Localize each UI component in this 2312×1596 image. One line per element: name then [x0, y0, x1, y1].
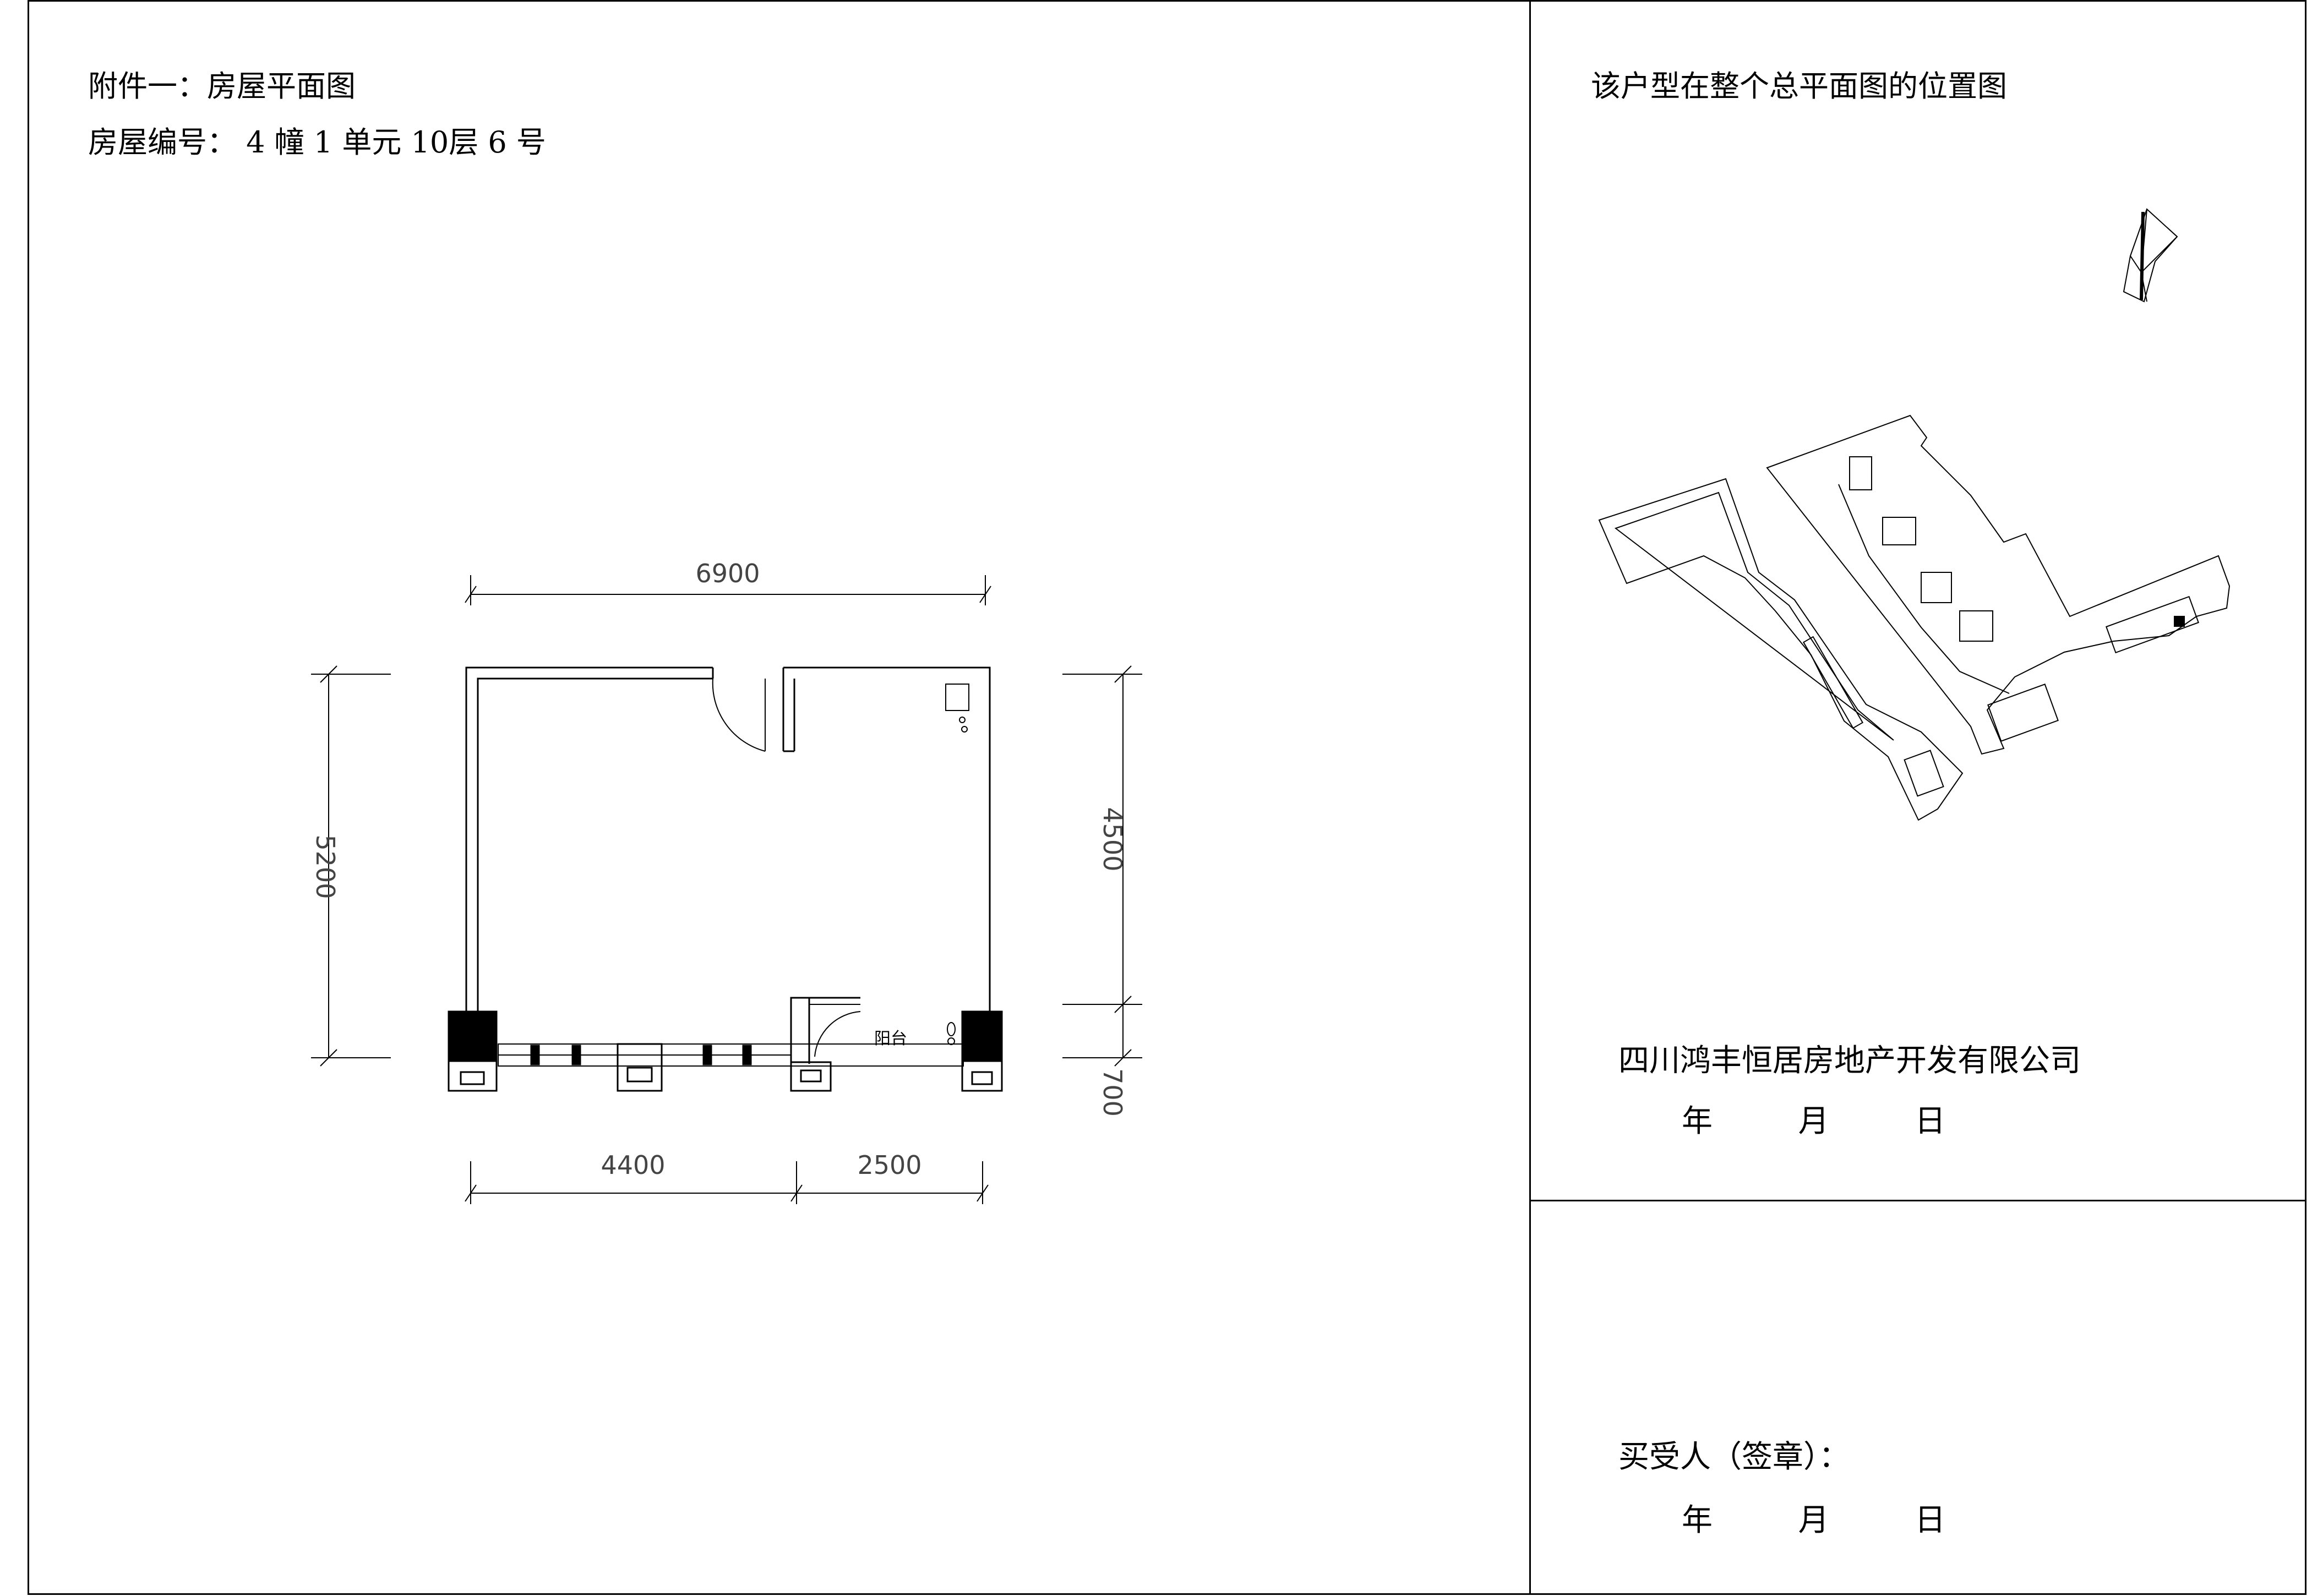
dim-right-upper: 4500: [1098, 807, 1127, 871]
buyer-signature-label: 买受人（签章）：: [1618, 1439, 1850, 1475]
developer-day: 日: [1915, 1103, 1946, 1139]
vertical-divider: [1529, 0, 1531, 1595]
dimension-lines: [311, 575, 1142, 1204]
balcony-wall: [790, 997, 810, 1080]
north-arrow-icon: [2123, 208, 2178, 303]
wall-outer-left: [465, 666, 713, 1012]
unit-location-marker: [2174, 616, 2185, 627]
pier-balcony: [790, 1061, 832, 1092]
dim-right-lower: 700: [1098, 1068, 1127, 1117]
site-plan-title: 该户型在整个总平面图的位置图: [1591, 69, 2007, 103]
buyer-year: 年: [1682, 1502, 1713, 1538]
developer-company: 四川鸿丰恒居房地产开发有限公司: [1618, 1043, 2081, 1079]
sink-fixture: [945, 684, 969, 711]
balcony-door-swing: [814, 1011, 861, 1057]
pier-middle: [617, 1043, 663, 1092]
door-swing: [712, 678, 766, 752]
site-block-right: [1766, 414, 2231, 755]
site-plan: [1598, 414, 2231, 821]
buyer-month: 月: [1798, 1502, 1829, 1538]
developer-year: 年: [1682, 1103, 1713, 1139]
balcony-label: 阳台: [874, 1029, 907, 1048]
unit-number: 房屋编号： 4 幢 1 单元 10层 6 号: [88, 125, 546, 160]
floor-drain: [947, 1022, 956, 1036]
column-right: [961, 1010, 1003, 1062]
horizontal-divider: [1529, 1200, 2306, 1201]
buyer-date: 年 月 日: [1682, 1505, 1945, 1536]
developer-date: 年 月 日: [1682, 1106, 1945, 1137]
developer-month: 月: [1798, 1103, 1829, 1139]
site-block-left: [1598, 478, 1964, 821]
wall-inner-left: [477, 677, 713, 1012]
dim-bottom-left: 4400: [601, 1150, 665, 1180]
dim-top-width: 6900: [695, 559, 760, 588]
drawing-frame: [28, 0, 2306, 1595]
attachment-title: 附件一：房屋平面图: [88, 69, 356, 103]
column-left: [448, 1010, 498, 1062]
dim-bottom-right: 2500: [857, 1150, 921, 1180]
buyer-day: 日: [1915, 1502, 1946, 1538]
dim-left-height: 5200: [310, 834, 340, 899]
wall-outer-right: [783, 666, 991, 1012]
floor-plan: [448, 666, 1003, 1092]
